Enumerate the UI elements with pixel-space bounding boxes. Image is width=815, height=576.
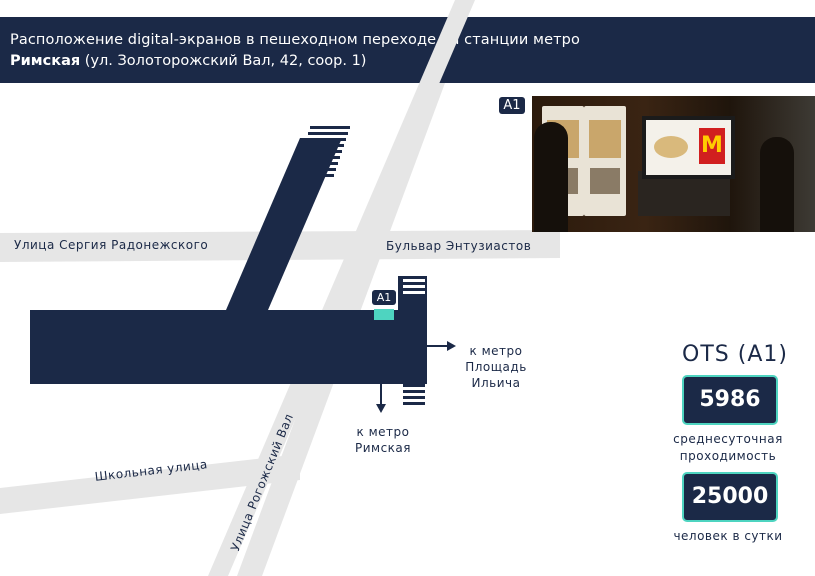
location-photo: M xyxy=(532,96,815,232)
arrow-right-icon xyxy=(427,341,456,351)
road-rogozhsky xyxy=(208,0,475,576)
stairs-east-top xyxy=(403,276,425,297)
station-name: Римская xyxy=(10,53,81,69)
street-radonezh: Улица Сергия Радонежского xyxy=(14,238,209,252)
screen-a1-marker xyxy=(374,309,394,320)
stairs-east-top-gap xyxy=(403,298,425,306)
stairs-east-bottom xyxy=(403,384,425,405)
photo-badge: A1 xyxy=(499,97,525,114)
passage-diagonal xyxy=(226,138,342,310)
exit-ilyicha-label: к метро Площадь Ильича xyxy=(465,344,527,390)
person-silhouette xyxy=(534,122,568,232)
mcdonalds-logo-icon: M xyxy=(699,128,725,164)
passage-main xyxy=(30,310,427,384)
header-subtitle: Римская (ул. Золоторожский Вал, 42, соор… xyxy=(10,53,366,69)
stairs-north xyxy=(294,126,350,177)
burger-image xyxy=(654,136,688,158)
daily-traffic-caption: среднесуточная проходимость xyxy=(673,432,783,463)
road-shkolnaya xyxy=(0,454,300,514)
ots-title: OTS (A1) xyxy=(682,342,788,367)
people-per-day-caption: человек в сутки xyxy=(673,529,783,543)
vending-machine-2 xyxy=(584,106,626,216)
person-silhouette xyxy=(760,137,794,232)
people-per-day-value: 25000 xyxy=(682,472,778,522)
exit-rimskaya-label: к метро Римская xyxy=(354,425,411,455)
arrow-down-icon xyxy=(376,384,386,413)
screen-badge: A1 xyxy=(372,290,396,305)
stairs-east-top-lines xyxy=(403,279,425,294)
station-address: (ул. Золоторожский Вал, 42, соор. 1) xyxy=(80,53,367,69)
digital-screen: M xyxy=(642,116,735,179)
street-entuziastov: Бульвар Энтузиастов xyxy=(386,239,532,253)
daily-traffic-value: 5986 xyxy=(682,375,778,425)
